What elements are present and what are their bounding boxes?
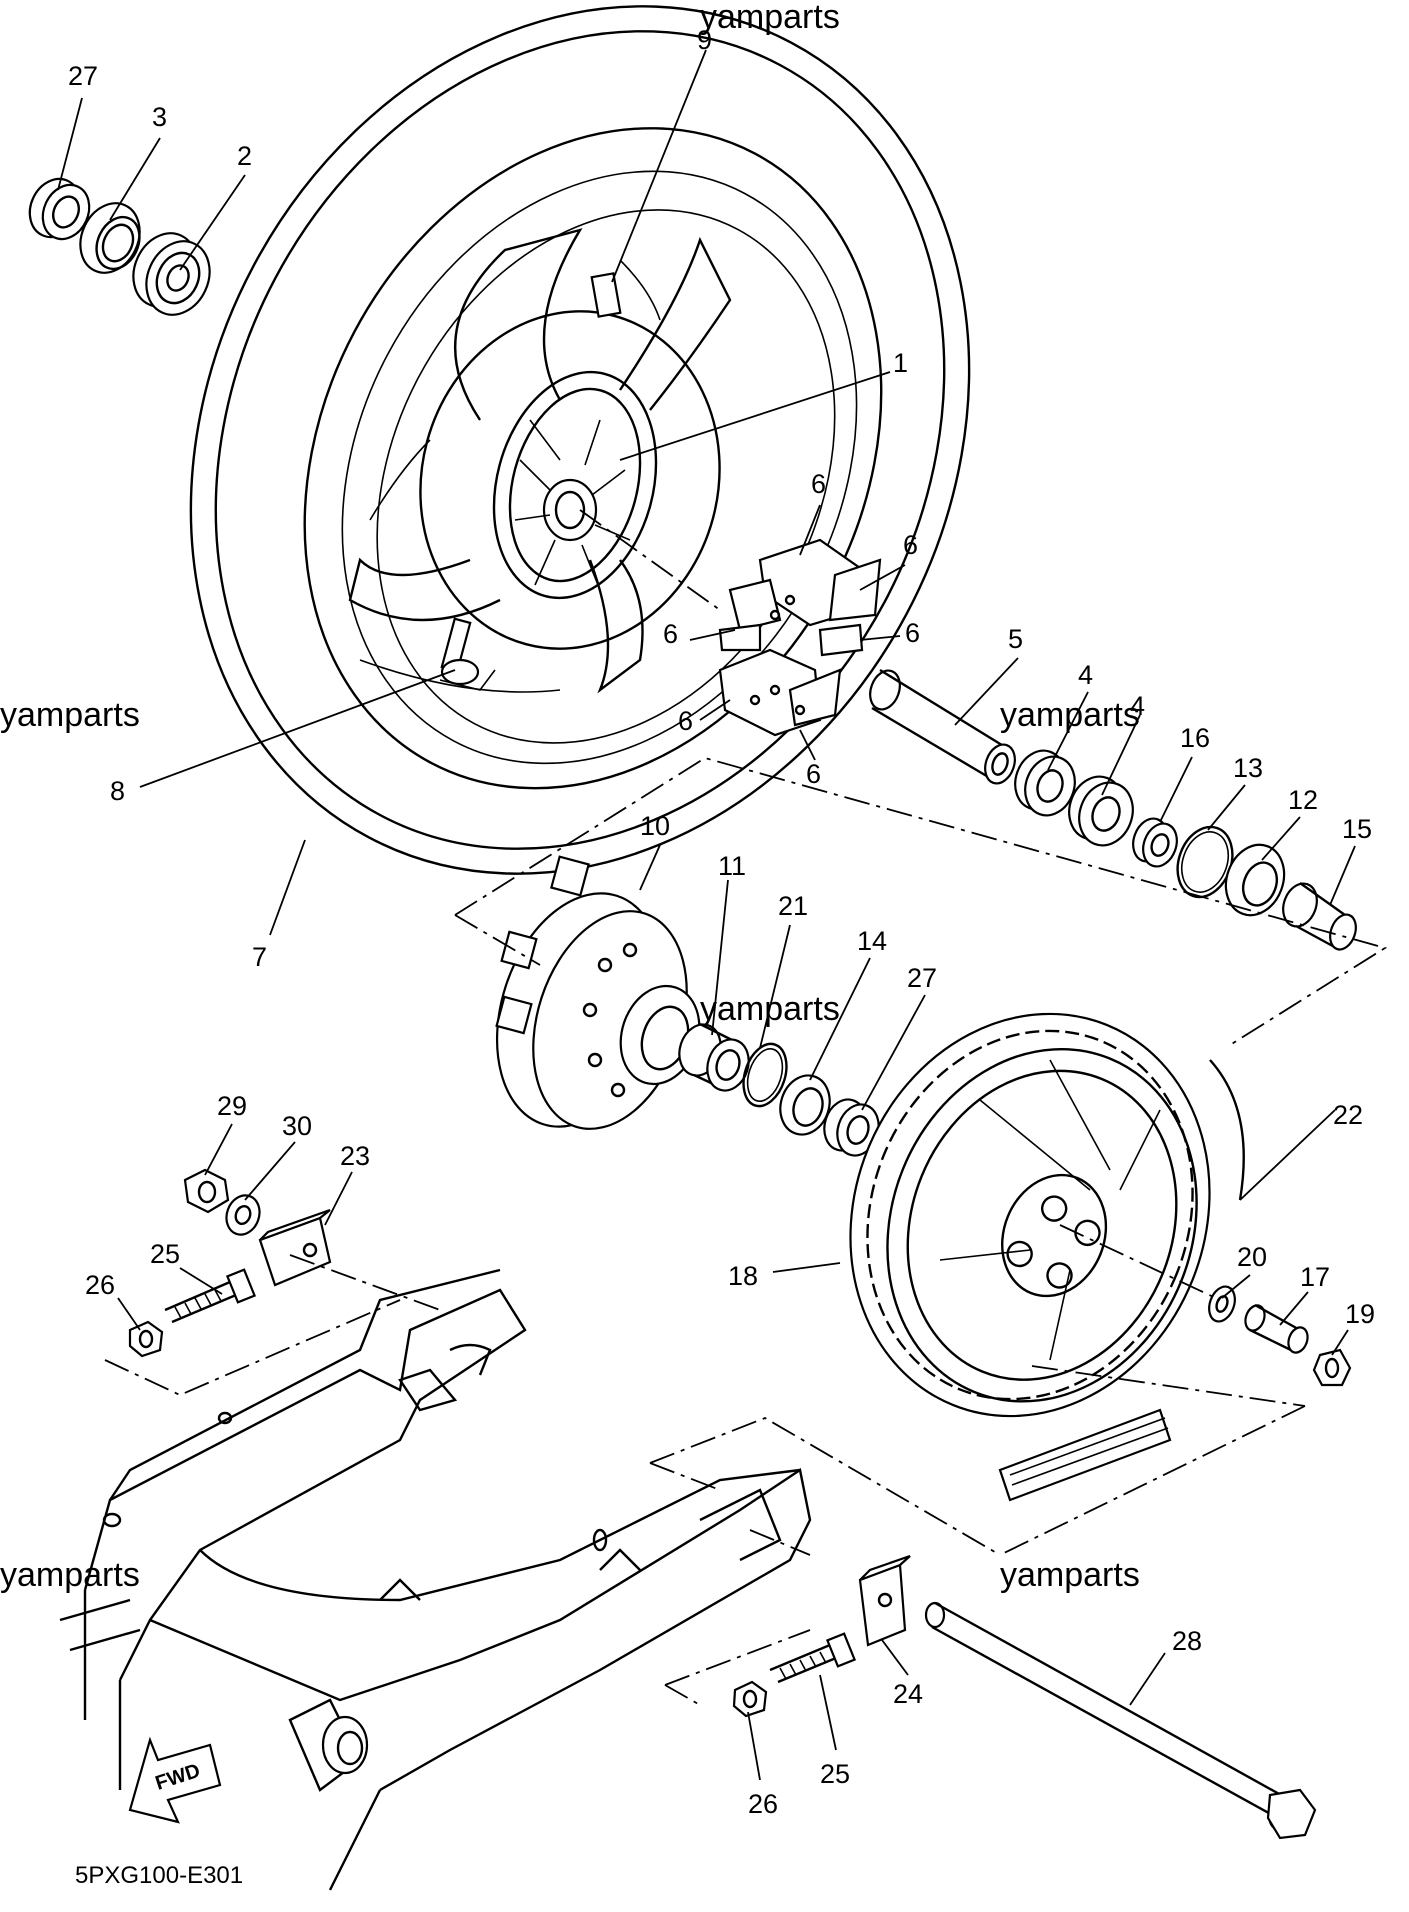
callout-14: 14 [857, 926, 887, 956]
callout-6-right: 6 [905, 618, 920, 648]
callout-25-right: 25 [820, 1759, 850, 1789]
callout-11: 11 [718, 851, 746, 881]
collar-15 [1282, 882, 1357, 952]
callout-27-right: 27 [907, 963, 937, 993]
callout-28: 28 [1172, 1626, 1202, 1656]
callout-6-left: 6 [663, 619, 678, 649]
watermark-top: yamparts [700, 0, 840, 36]
oil-seal-12 [1224, 843, 1286, 917]
callout-30: 30 [282, 1111, 312, 1141]
sprocket-spokes [939, 1059, 1161, 1361]
forward-arrow: FWD [128, 1736, 222, 1824]
wheel-axle-28 [924, 1601, 1317, 1840]
bearing-4-a [1014, 749, 1076, 817]
nut-19 [1312, 1348, 1352, 1387]
drive-belt-22 [998, 1059, 1245, 1502]
callout-6-upper-right: 6 [903, 530, 918, 560]
adjuster-block-24 [858, 1554, 911, 1647]
callout-6-top: 6 [811, 469, 826, 499]
callout-20: 20 [1237, 1242, 1267, 1272]
callout-15: 15 [1342, 814, 1372, 844]
nut-26-right [732, 1680, 768, 1718]
callout-numbers: 27 3 2 9 1 6 6 6 6 6 6 5 4 4 16 13 12 15… [68, 25, 1375, 1819]
callout-16: 16 [1180, 723, 1210, 753]
collar-27-right [823, 1098, 880, 1157]
callout-8: 8 [110, 776, 125, 806]
left-collar-27 [28, 177, 91, 241]
callout-12: 12 [1288, 785, 1318, 815]
assembly-lines [104, 509, 1388, 1706]
balance-weight [590, 259, 661, 321]
callout-13: 13 [1233, 753, 1263, 783]
bolt-25-left [164, 1268, 257, 1324]
callout-4-a: 4 [1078, 660, 1093, 690]
callout-1: 1 [893, 348, 908, 378]
callout-9: 9 [697, 25, 712, 55]
air-valve [439, 617, 496, 691]
wheel-hub [419, 310, 721, 650]
wheel-damper-set [718, 538, 882, 737]
bearing-11 [678, 1022, 750, 1092]
callout-22: 22 [1333, 1100, 1363, 1130]
watermark-right-lower: yamparts [1000, 1556, 1140, 1594]
wheel-spokes [348, 228, 732, 694]
callout-6-lower-left: 6 [678, 706, 693, 736]
washer-30 [225, 1194, 261, 1236]
nut-29 [183, 1168, 230, 1214]
callout-24: 24 [893, 1679, 923, 1709]
callout-21: 21 [778, 891, 808, 921]
oil-seal-3 [79, 202, 141, 274]
bolt-17 [1244, 1303, 1309, 1354]
swingarm [59, 1268, 812, 1891]
drive-belt-sprocket-18 [849, 1012, 1211, 1418]
driven-sprocket-hub-10 [495, 855, 701, 1130]
callout-17: 17 [1300, 1262, 1330, 1292]
watermark-left-upper: yamparts [0, 696, 140, 734]
adjuster-block-23 [258, 1208, 332, 1287]
callout-23: 23 [340, 1141, 370, 1171]
bolt-25-right [769, 1632, 857, 1684]
callout-2: 2 [237, 141, 252, 171]
callout-3: 3 [152, 102, 167, 132]
watermark-group: yamparts yamparts yamparts yamparts yamp… [0, 0, 1140, 1594]
callout-18: 18 [728, 1261, 758, 1291]
diagram-code: 5PXG100-E301 [75, 1862, 243, 1889]
callout-26-left: 26 [85, 1270, 115, 1300]
leader-lines [57, 49, 1356, 1781]
callout-10: 10 [640, 811, 670, 841]
callout-25-left: 25 [150, 1239, 180, 1269]
collar-5 [869, 668, 1016, 785]
callout-26-right: 26 [748, 1789, 778, 1819]
callout-7: 7 [252, 942, 267, 972]
callout-29: 29 [217, 1091, 247, 1121]
callout-27-left: 27 [68, 61, 98, 91]
callout-6-bottom: 6 [806, 759, 821, 789]
nut-26-left [128, 1320, 164, 1358]
bearing-2 [132, 232, 211, 316]
bearing-4-b [1068, 775, 1134, 847]
oil-seal-14 [779, 1074, 831, 1136]
callout-19: 19 [1345, 1299, 1375, 1329]
callout-4-b: 4 [1130, 691, 1145, 721]
callout-5: 5 [1008, 624, 1023, 654]
washer-20 [1208, 1285, 1236, 1323]
watermark-left-lower: yamparts [0, 1556, 140, 1594]
collar-16 [1132, 817, 1178, 868]
circlip-21 [742, 1042, 788, 1108]
